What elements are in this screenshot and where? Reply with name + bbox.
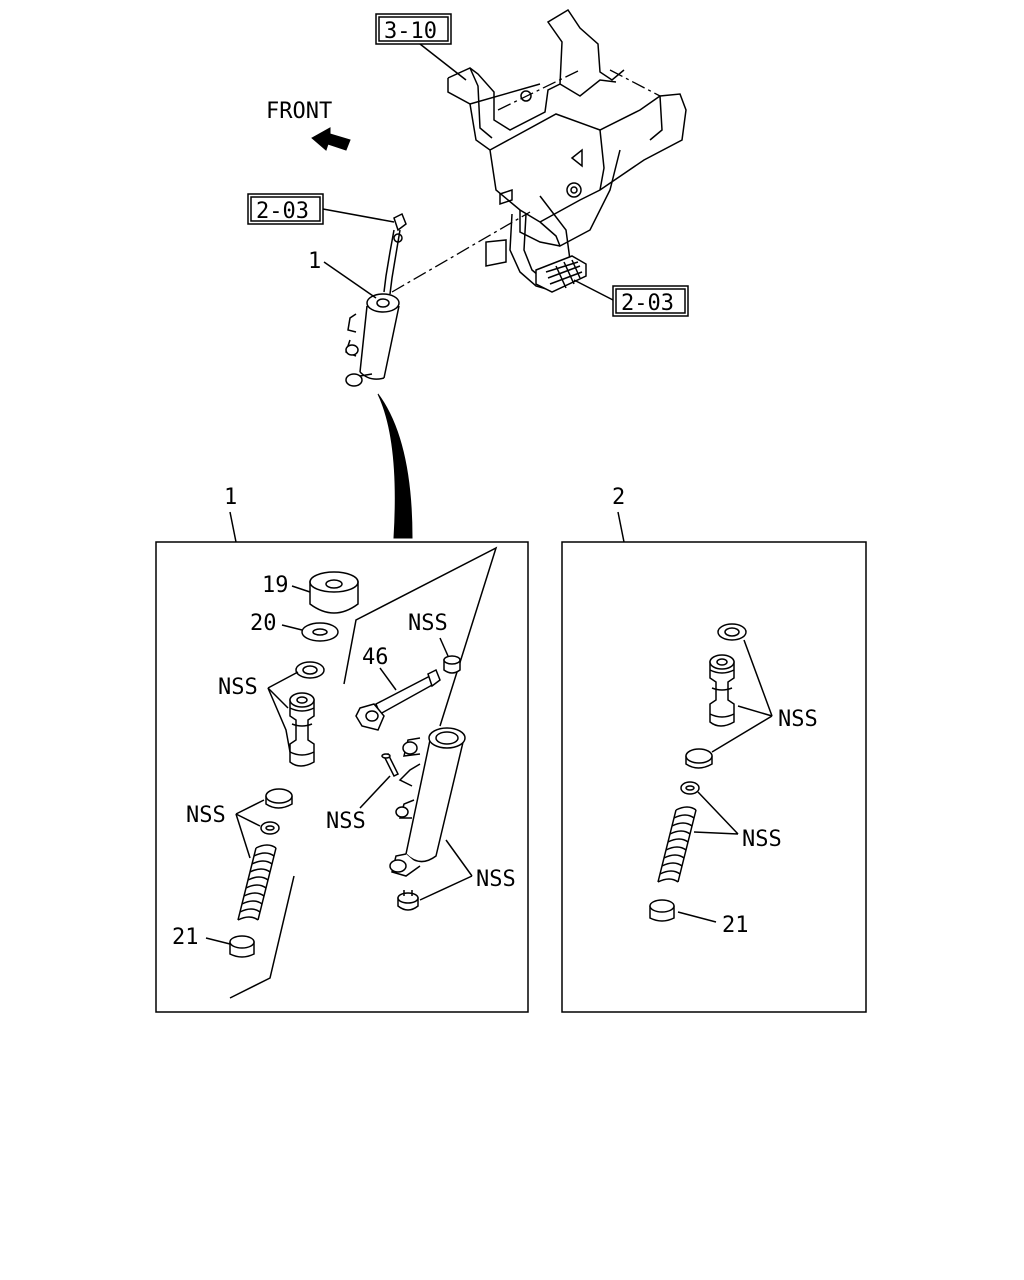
- label-21-right: 21: [722, 913, 749, 938]
- front-arrow-icon: [311, 127, 351, 151]
- label-nss-piston-right: NSS: [778, 707, 818, 732]
- master-cylinder-drawing: [345, 293, 400, 387]
- washer: [301, 622, 339, 642]
- bleeder-plug: [397, 890, 419, 911]
- panel-2-title: 2: [612, 485, 625, 510]
- front-label: FRONT: [266, 99, 332, 124]
- main-callout-label: 1: [308, 249, 321, 274]
- link-line: [391, 211, 531, 293]
- spring-right: [657, 781, 700, 883]
- return-spring: [237, 844, 277, 921]
- label-nss-pin: NSS: [326, 809, 366, 834]
- small-bush: [443, 655, 461, 674]
- label-nss-bush: NSS: [408, 611, 448, 636]
- label-nss-top: NSS: [218, 675, 258, 700]
- panel-2: 2 NSS NSS 21: [561, 485, 867, 1013]
- label-19: 19: [262, 573, 289, 598]
- ref-box-bracket: 3-10: [375, 13, 467, 81]
- pedal-bracket-drawing: [447, 8, 687, 293]
- label-nss-spring-right: NSS: [742, 827, 782, 852]
- label-46: 46: [362, 645, 389, 670]
- pipe-fitting-drawing: [383, 212, 407, 295]
- pin: [381, 752, 400, 778]
- ref-pipe-text: 2-03: [256, 199, 309, 224]
- piston-assembly: [289, 661, 325, 767]
- piston-assembly-right: [685, 623, 747, 769]
- panel-1: 1 19 20 NSS: [155, 485, 529, 1013]
- label-20: 20: [250, 611, 277, 636]
- end-plug: [229, 935, 255, 958]
- ref-bracket-text: 3-10: [384, 19, 437, 44]
- small-ring: [260, 821, 280, 835]
- label-21-left: 21: [172, 925, 199, 950]
- cup-seal: [265, 788, 293, 809]
- main-callout-leader: [323, 261, 377, 299]
- ref-box-pedal: 2-03: [573, 279, 689, 317]
- panel-1-title: 1: [224, 485, 237, 510]
- reservoir-cap: [309, 571, 359, 614]
- pushrod: [355, 668, 441, 731]
- end-plug-right: [649, 899, 675, 922]
- label-nss-piston: NSS: [186, 803, 226, 828]
- detail-arrow: [377, 393, 413, 539]
- label-nss-body: NSS: [476, 867, 516, 892]
- ref-pedal-text: 2-03: [621, 291, 674, 316]
- ref-box-pipe: 2-03: [247, 193, 395, 225]
- cylinder-body: [389, 727, 466, 877]
